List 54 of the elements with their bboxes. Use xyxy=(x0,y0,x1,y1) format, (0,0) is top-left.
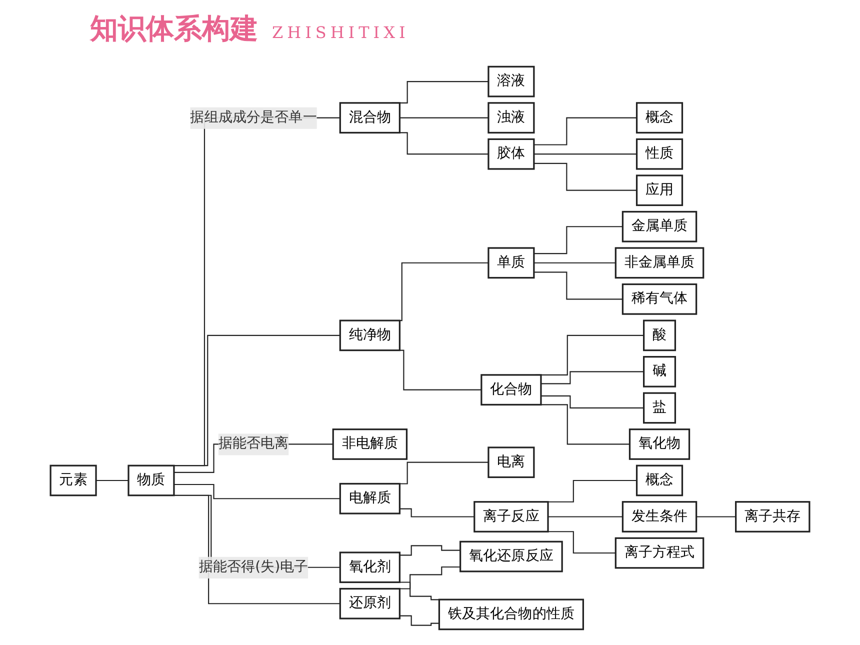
node-box: 非金属单质 xyxy=(614,247,704,279)
connector xyxy=(534,154,637,155)
connector xyxy=(540,371,644,384)
node-box: 离子方程式 xyxy=(614,537,704,569)
connector xyxy=(534,162,637,191)
connector xyxy=(696,516,736,518)
node-box: 纯净物 xyxy=(339,320,400,352)
connector xyxy=(400,508,474,518)
node-box: 氧化还原反应 xyxy=(460,540,563,572)
title: 知识体系构建 xyxy=(90,11,258,47)
connector xyxy=(96,480,128,482)
node-box: 溶液 xyxy=(488,66,535,98)
edge-label: 据能否得(失)电子 xyxy=(198,558,308,576)
connector xyxy=(534,117,637,146)
node-box: 铁及其化合物的性质 xyxy=(438,598,584,630)
node-box: 稀有气体 xyxy=(622,283,698,315)
node-box: 浊液 xyxy=(488,102,535,134)
node-box: 单质 xyxy=(488,247,535,279)
node-box: 离子反应 xyxy=(474,501,549,532)
banner-label: ZHISHITIXI xyxy=(272,23,410,42)
connector xyxy=(400,615,440,626)
node-box: 发生条件 xyxy=(622,501,698,532)
node-box: 概念 xyxy=(636,464,684,496)
node-box: 性质 xyxy=(636,138,684,170)
connector xyxy=(540,395,644,408)
node-box: 氧化剂 xyxy=(339,552,400,584)
node-box: 还原剂 xyxy=(339,588,400,620)
node-box: 电解质 xyxy=(339,482,400,514)
node-box: 胶体 xyxy=(488,138,535,170)
connector xyxy=(534,226,623,254)
node-box: 元素 xyxy=(50,464,97,496)
node-box: 氧化物 xyxy=(628,428,690,460)
edge-label: 据能否电离 xyxy=(218,436,289,452)
node-box: 物质 xyxy=(128,464,175,496)
connector xyxy=(547,480,637,502)
node-box: 电离 xyxy=(488,446,535,478)
connector xyxy=(547,531,616,554)
connector xyxy=(400,545,460,556)
connector xyxy=(174,484,340,500)
node-box: 概念 xyxy=(636,102,684,134)
connector xyxy=(400,117,488,118)
connector xyxy=(534,272,623,300)
node-box: 化合物 xyxy=(480,374,542,406)
node-box: 离子共存 xyxy=(735,501,810,532)
node-box: 非电解质 xyxy=(332,428,408,460)
edge-label: 据组成成分是否单一 xyxy=(190,109,317,126)
connector xyxy=(534,262,616,264)
node-box: 应用 xyxy=(636,174,684,206)
connector xyxy=(548,516,623,518)
node-box: 混合物 xyxy=(339,102,400,134)
node-box: 金属单质 xyxy=(622,210,698,242)
node-box: 酸 xyxy=(643,320,676,352)
node-box: 盐 xyxy=(643,392,676,424)
node-box: 碱 xyxy=(643,356,676,388)
